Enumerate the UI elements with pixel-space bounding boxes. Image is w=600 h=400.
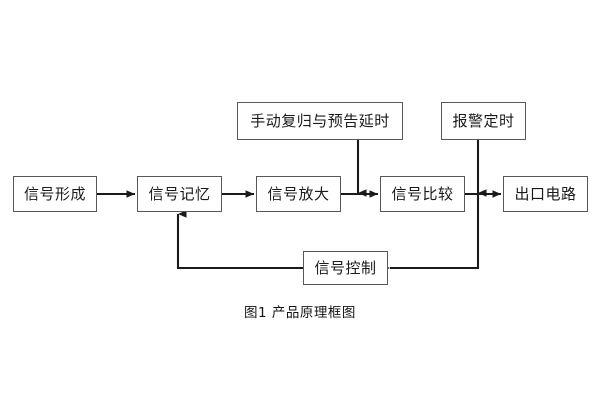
node-signal-compare-label: 信号比较 <box>391 184 454 203</box>
node-signal-memory-label: 信号记忆 <box>148 184 211 203</box>
node-alarm-timer-label: 报警定时 <box>452 111 515 130</box>
node-output-circuit-label: 出口电路 <box>514 184 577 203</box>
node-alarm-timer[interactable]: 报警定时 <box>441 102 526 140</box>
connector-output-feedback-to-control <box>381 194 480 272</box>
node-manual-reset-delay[interactable]: 手动复归与预告延时 <box>237 102 403 140</box>
connector-control-feedback-to-memory <box>176 210 303 270</box>
node-signal-memory[interactable]: 信号记忆 <box>137 176 222 212</box>
node-output-circuit[interactable]: 出口电路 <box>503 176 588 212</box>
node-signal-amplify[interactable]: 信号放大 <box>256 176 341 212</box>
node-signal-control-label: 信号控制 <box>314 258 377 277</box>
node-signal-forming-label: 信号形成 <box>23 184 86 203</box>
node-manual-reset-delay-label: 手动复归与预告延时 <box>250 111 390 130</box>
node-signal-control[interactable]: 信号控制 <box>303 251 388 285</box>
node-signal-amplify-label: 信号放大 <box>267 184 330 203</box>
figure-caption: 图1 产品原理框图 <box>244 305 356 321</box>
node-signal-forming[interactable]: 信号形成 <box>13 176 97 212</box>
node-signal-compare[interactable]: 信号比较 <box>380 176 465 212</box>
